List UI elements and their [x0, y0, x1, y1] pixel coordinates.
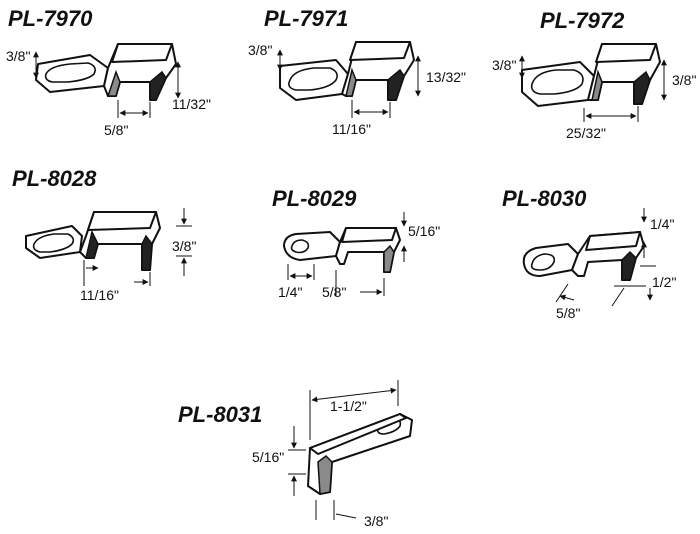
- part-title: PL-8030: [502, 186, 587, 211]
- clip-drawing: [283, 227, 401, 273]
- part-pl-7970: PL-7970 3/8" 5/8" 11/32": [6, 6, 211, 138]
- dimension-label: 5/8": [322, 284, 346, 300]
- dimension-label: 5/16": [408, 223, 440, 239]
- clip-drawing: [307, 413, 413, 495]
- part-pl-8030: PL-8030 1/4" 1/2" 5/8": [502, 186, 676, 321]
- dimension-label: 3/8": [172, 238, 196, 254]
- dimension-label: 1/2": [652, 274, 676, 290]
- part-pl-7971: PL-7971 3/8" 11/16" 13/32": [248, 6, 466, 137]
- clip-drawing: [279, 41, 415, 101]
- part-title: PL-8029: [272, 186, 357, 211]
- dimension-lines: [288, 380, 399, 520]
- clip-drawing: [35, 43, 177, 101]
- dimension-lines: [277, 49, 421, 118]
- dimension-label: 1/4": [278, 284, 302, 300]
- dimension-label: 3/8": [248, 42, 272, 58]
- part-pl-8031: PL-8031 1-1/2" 5/16" 3/8": [178, 380, 413, 529]
- dimension-label: 11/16": [80, 287, 119, 303]
- part-title: PL-7972: [540, 8, 625, 33]
- part-title: PL-8031: [178, 402, 262, 427]
- part-pl-8028: PL-8028 11/16" 3/8": [12, 166, 196, 303]
- dimension-lines: [83, 208, 192, 286]
- dimension-label: 3/8": [672, 72, 696, 88]
- dimension-label: 3/8": [492, 57, 516, 73]
- dimension-label: 3/8": [6, 48, 30, 64]
- dimension-label: 1-1/2": [330, 398, 367, 414]
- clip-drawing: [25, 211, 161, 271]
- dimension-label: 25/32": [566, 125, 606, 141]
- dimension-label: 5/8": [104, 122, 128, 138]
- part-title: PL-7970: [8, 6, 93, 31]
- dimension-lines: [287, 212, 407, 296]
- dimension-label: 3/8": [364, 513, 388, 529]
- dimension-label: 13/32": [426, 69, 466, 85]
- dimension-lines: [33, 51, 181, 118]
- clip-drawing: [522, 231, 645, 281]
- clip-drawing: [521, 43, 661, 107]
- dimension-label: 1/4": [650, 216, 674, 232]
- dimension-label: 11/16": [332, 121, 371, 137]
- dimension-lines: [519, 55, 667, 122]
- dimension-label: 5/16": [252, 449, 284, 465]
- dimension-label: 11/32": [172, 96, 211, 112]
- part-pl-8029: PL-8029 1/4" 5/8" 5/16": [272, 186, 440, 300]
- part-pl-7972: PL-7972 3/8" 25/32" 3/8": [492, 8, 696, 141]
- part-title: PL-8028: [12, 166, 97, 191]
- part-title: PL-7971: [264, 6, 348, 31]
- dimension-lines: [555, 208, 656, 307]
- dimension-label: 5/8": [556, 305, 580, 321]
